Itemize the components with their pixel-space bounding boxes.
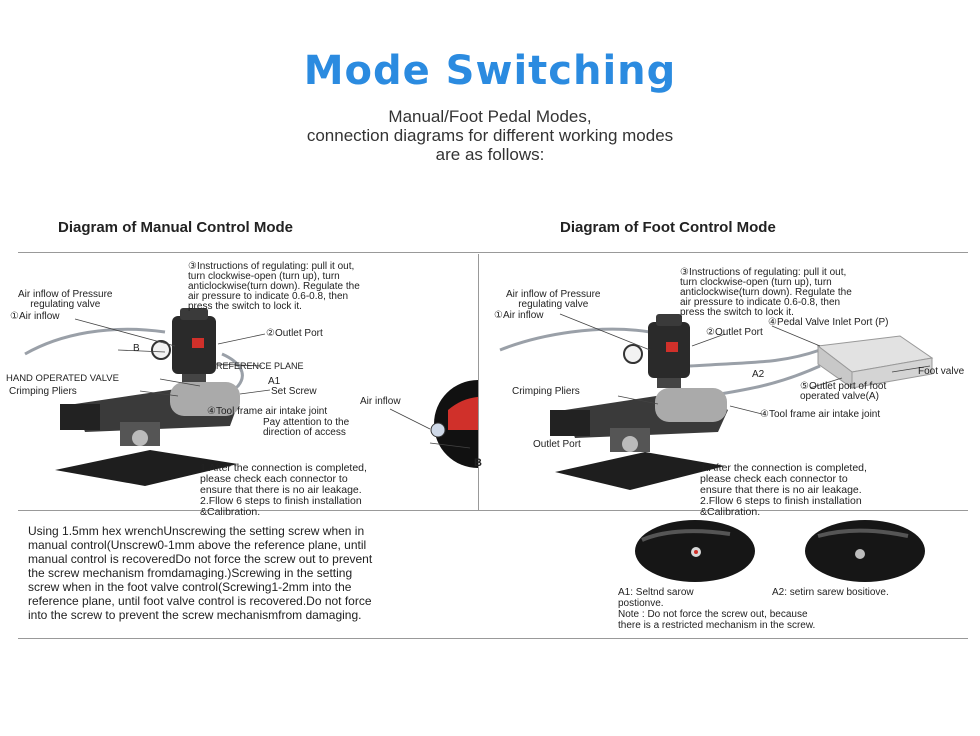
- manual-notes: 1.After the connection is completed, ple…: [200, 463, 367, 518]
- page-title: Mode Switching: [303, 48, 677, 94]
- instruction-line: ③Instructions of regulating: pull it out…: [680, 267, 847, 278]
- body-line: screw when in the foot valve control(Scr…: [28, 580, 352, 594]
- air-inflow-tube: [499, 327, 651, 352]
- note-line: ensure that there is no air leakage.: [700, 484, 862, 496]
- set-screw-label: Set Screw: [271, 386, 317, 397]
- instruction-line: turn clockwise-open (turn up), turn: [188, 271, 340, 282]
- foot-valve-label: Foot valve: [918, 366, 965, 377]
- instruction-line: anticlockwise(turn down). Regulate the: [680, 287, 852, 298]
- middle-divider: [18, 510, 968, 511]
- pedal-inlet-tube: [689, 348, 821, 368]
- a1-label: A1: [268, 376, 281, 387]
- foot-air-inflow-label: ①Air inflow: [494, 310, 544, 321]
- label-line: direction of access: [263, 427, 346, 438]
- foot-mode-heading: Diagram of Foot Control Mode: [560, 219, 776, 236]
- subtitle-line: connection diagrams for different workin…: [306, 126, 674, 145]
- center-divider: [478, 254, 479, 510]
- manual-mode-heading: Diagram of Manual Control Mode: [58, 219, 294, 236]
- note-line: 1.After the connection is completed,: [200, 462, 367, 474]
- foot-notes: 1.After the connection is completed, ple…: [700, 463, 867, 518]
- manual-air-inflow-label: ①Air inflow: [10, 311, 60, 322]
- attention-note: Pay attention to the direction of access: [263, 418, 349, 438]
- screw-note: Note : Do not force the screw out, becau…: [618, 609, 815, 631]
- base-plate: [55, 450, 238, 486]
- manual-crimping-pliers-label: Crimping Pliers: [9, 386, 77, 397]
- subtitle-line: are as follows:: [435, 145, 545, 164]
- body-line: the screw mechanism fromdamaging.)Screwi…: [28, 566, 353, 580]
- label-line: Air inflow of Pressure: [18, 289, 113, 300]
- body-line: manual control(Unscrew0-1mm above the re…: [28, 538, 367, 552]
- note-line: 2.Fllow 6 steps to finish installation: [200, 495, 362, 507]
- foot-air-inflow-valve-label: Air inflow of Pressure regulating valve: [506, 290, 600, 310]
- manual-instructions: ③Instructions of regulating: pull it out…: [188, 262, 360, 312]
- body-line: reference plane, until foot valve contro…: [28, 594, 372, 608]
- note-line: please check each connector to: [700, 473, 848, 485]
- foot-instructions: ③Instructions of regulating: pull it out…: [680, 268, 852, 318]
- crimping-pliers: [550, 388, 728, 452]
- body-line: into the screw to prevent the screw mech…: [28, 608, 362, 622]
- top-divider: [18, 252, 968, 253]
- label-line: ⑤Outlet port of foot: [800, 381, 887, 392]
- inset-letter-b: B: [474, 457, 482, 469]
- instruction-line: air pressure to indicate 0.6-0.8, then: [188, 291, 349, 302]
- base-plate: [555, 452, 725, 490]
- caption-line: A1: Seltnd sarow: [618, 587, 694, 598]
- a1-screw-photo: [635, 520, 755, 582]
- manual-outlet-port-label: ②Outlet Port: [266, 328, 323, 339]
- body-line: manual control is recoveredDo not force …: [28, 552, 373, 566]
- a2-screw-photo: [805, 520, 925, 582]
- a1-caption: A1: Seltnd sarow postionve.: [618, 587, 694, 609]
- foot-outlet-port-label: ②Outlet Port: [706, 327, 763, 338]
- caption-line: there is a restricted mechanism in the s…: [618, 620, 816, 631]
- crimping-pliers: [60, 382, 240, 446]
- pedal-valve-inlet-label: ④Pedal Valve Inlet Port (P): [768, 317, 889, 328]
- air-inflow-tube: [24, 327, 166, 356]
- note-line: 2.Fllow 6 steps to finish installation: [700, 495, 862, 507]
- instruction-line: ③Instructions of regulating: pull it out…: [188, 261, 355, 272]
- setting-screw-instructions: Using 1.5mm hex wrenchUnscrewing the set…: [28, 524, 598, 622]
- page-subtitle: Manual/Foot Pedal Modes, connection diag…: [0, 107, 980, 164]
- foot-mode-illustration: [499, 313, 934, 490]
- pressure-regulating-valve: [623, 314, 690, 388]
- hand-operated-valve-label: HAND OPERATED VALVE: [6, 373, 119, 384]
- body-line: Using 1.5mm hex wrenchUnscrewing the set…: [28, 524, 365, 538]
- note-line: &Calibration.: [700, 506, 761, 518]
- label-line: operated valve(A): [800, 391, 879, 402]
- manual-air-inflow-valve-label: Air inflow of Pressure regulating valve: [18, 290, 112, 310]
- caption-line: Note : Do not force the screw out, becau…: [618, 609, 808, 620]
- foot-crimping-pliers-label: Crimping Pliers: [512, 386, 580, 397]
- a2-caption: A2: setirn sarew bositiove.: [772, 587, 889, 598]
- caption-line: postionve.: [618, 598, 664, 609]
- foot-valve-outlet-label: ⑤Outlet port of foot operated valve(A): [800, 382, 886, 402]
- pressure-regulating-valve: [151, 308, 216, 384]
- label-line: Pay attention to the: [263, 417, 350, 428]
- bottom-divider: [18, 638, 968, 639]
- reference-plane-label: REFERENCE PLANE: [216, 361, 304, 371]
- instruction-line: turn clockwise-open (turn up), turn: [680, 277, 832, 288]
- instruction-line: air pressure to indicate 0.6-0.8, then: [680, 297, 841, 308]
- pedal-outlet-tube: [719, 364, 821, 396]
- note-line: ensure that there is no air leakage.: [200, 484, 362, 496]
- inset-air-inflow-label: Air inflow: [360, 396, 401, 407]
- instruction-line: press the switch to lock it.: [188, 301, 302, 312]
- label-line: Air inflow of Pressure: [506, 289, 601, 300]
- inset-detail: [430, 380, 478, 468]
- manual-tool-frame-intake-label: ④Tool frame air intake joint: [207, 406, 328, 417]
- instruction-line: press the switch to lock it.: [680, 307, 794, 318]
- manual-letter-b-small: B: [133, 343, 140, 354]
- note-line: please check each connector to: [200, 473, 348, 485]
- subtitle-line: Manual/Foot Pedal Modes,: [388, 107, 592, 126]
- inset-outlet-port-label: Outlet Port: [533, 439, 581, 450]
- a2-label: A2: [752, 369, 765, 380]
- manual-mode-illustration: [24, 308, 478, 486]
- note-line: 1.After the connection is completed,: [700, 462, 867, 474]
- label-line: regulating valve: [518, 299, 589, 310]
- label-line: regulating valve: [30, 299, 101, 310]
- instruction-line: anticlockwise(turn down). Regulate the: [188, 281, 360, 292]
- foot-tool-frame-intake-label: ④Tool frame air intake joint: [760, 409, 881, 420]
- note-line: &Calibration.: [200, 506, 261, 518]
- foot-valve: [816, 335, 934, 389]
